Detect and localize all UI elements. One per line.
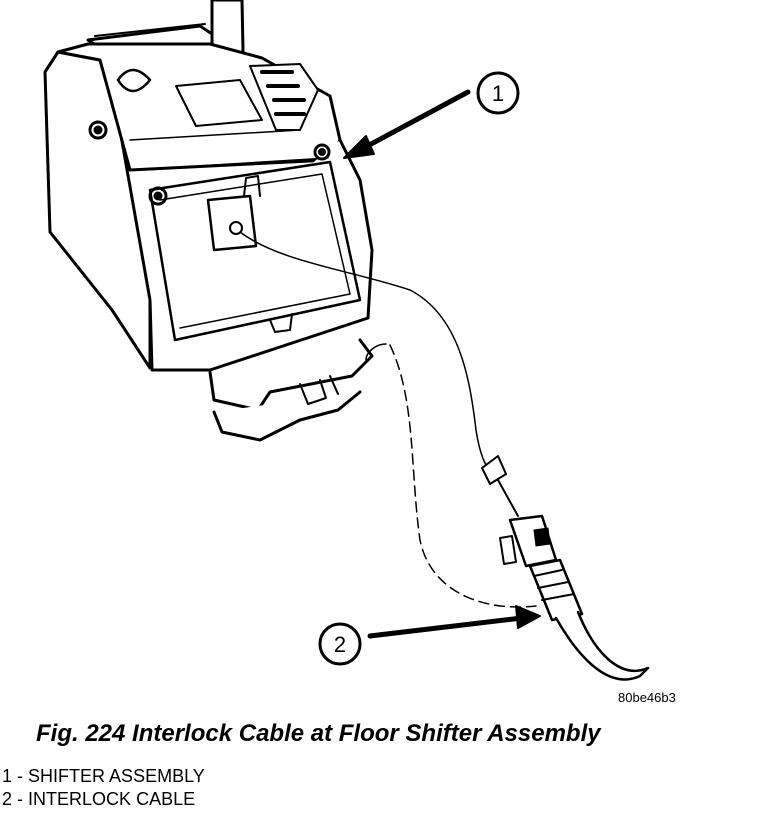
mounting-bracket	[208, 338, 374, 442]
callout-2-arrow	[367, 605, 541, 639]
callout-2-number: 2	[334, 632, 346, 657]
legend-separator: -	[17, 789, 24, 809]
callout-1-number: 1	[492, 81, 504, 106]
callout-1: 1	[476, 71, 520, 115]
legend-number: 2	[2, 789, 13, 809]
legend-item: 2 - INTERLOCK CABLE	[2, 788, 205, 811]
callout-1-arrow	[343, 89, 471, 159]
figure-caption: Fig. 224 Interlock Cable at Floor Shifte…	[36, 720, 601, 747]
legend-item: 1 - SHIFTER ASSEMBLY	[2, 765, 205, 788]
legend: 1 - SHIFTER ASSEMBLY 2 - INTERLOCK CABLE	[2, 765, 205, 811]
callout-2: 2	[318, 622, 362, 666]
shifter-housing	[43, 42, 374, 372]
interlock-cable	[239, 231, 650, 681]
legend-number: 1	[2, 766, 13, 786]
legend-label: INTERLOCK CABLE	[28, 789, 196, 809]
legend-separator: -	[17, 766, 24, 786]
image-code: 80be46b3	[618, 690, 676, 705]
legend-label: SHIFTER ASSEMBLY	[28, 766, 205, 786]
